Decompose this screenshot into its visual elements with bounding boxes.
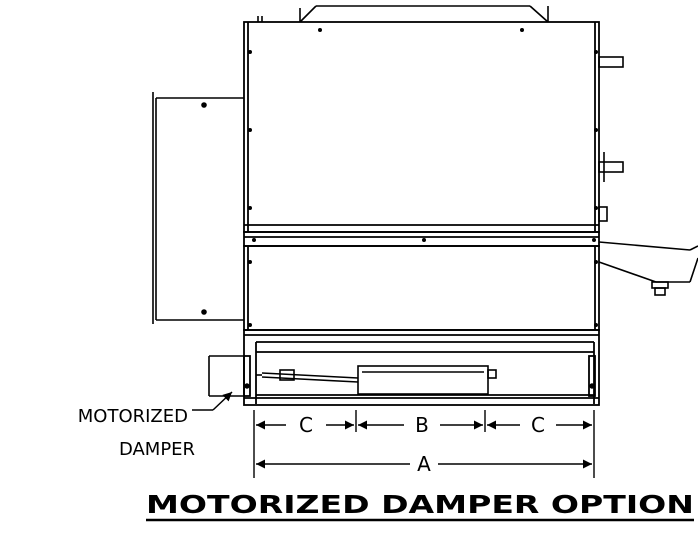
dimension-label-b: B xyxy=(415,413,429,437)
pipe-connections xyxy=(598,56,624,222)
dimension-label-a: A xyxy=(417,452,431,476)
damper-flange xyxy=(208,355,244,397)
damper-actuator xyxy=(256,365,497,395)
damper-assembly xyxy=(243,329,600,406)
figure-title: MOTORIZED DAMPER OPTION xyxy=(146,490,694,519)
cabinet-lower xyxy=(243,245,600,331)
side-duct xyxy=(152,92,244,324)
callout-label-line2: DAMPER xyxy=(119,439,195,460)
top-bracket xyxy=(257,5,549,23)
dimension-label-c-left: C xyxy=(299,413,313,437)
cabinet-upper xyxy=(243,21,600,247)
callout-label-line1: MOTORIZED xyxy=(78,406,188,427)
extension-lines xyxy=(253,410,595,478)
dimension-label-c-right: C xyxy=(531,413,545,437)
conduit-fitting xyxy=(598,241,698,296)
callout-leader xyxy=(192,391,233,411)
cabinet-screws xyxy=(248,28,598,327)
